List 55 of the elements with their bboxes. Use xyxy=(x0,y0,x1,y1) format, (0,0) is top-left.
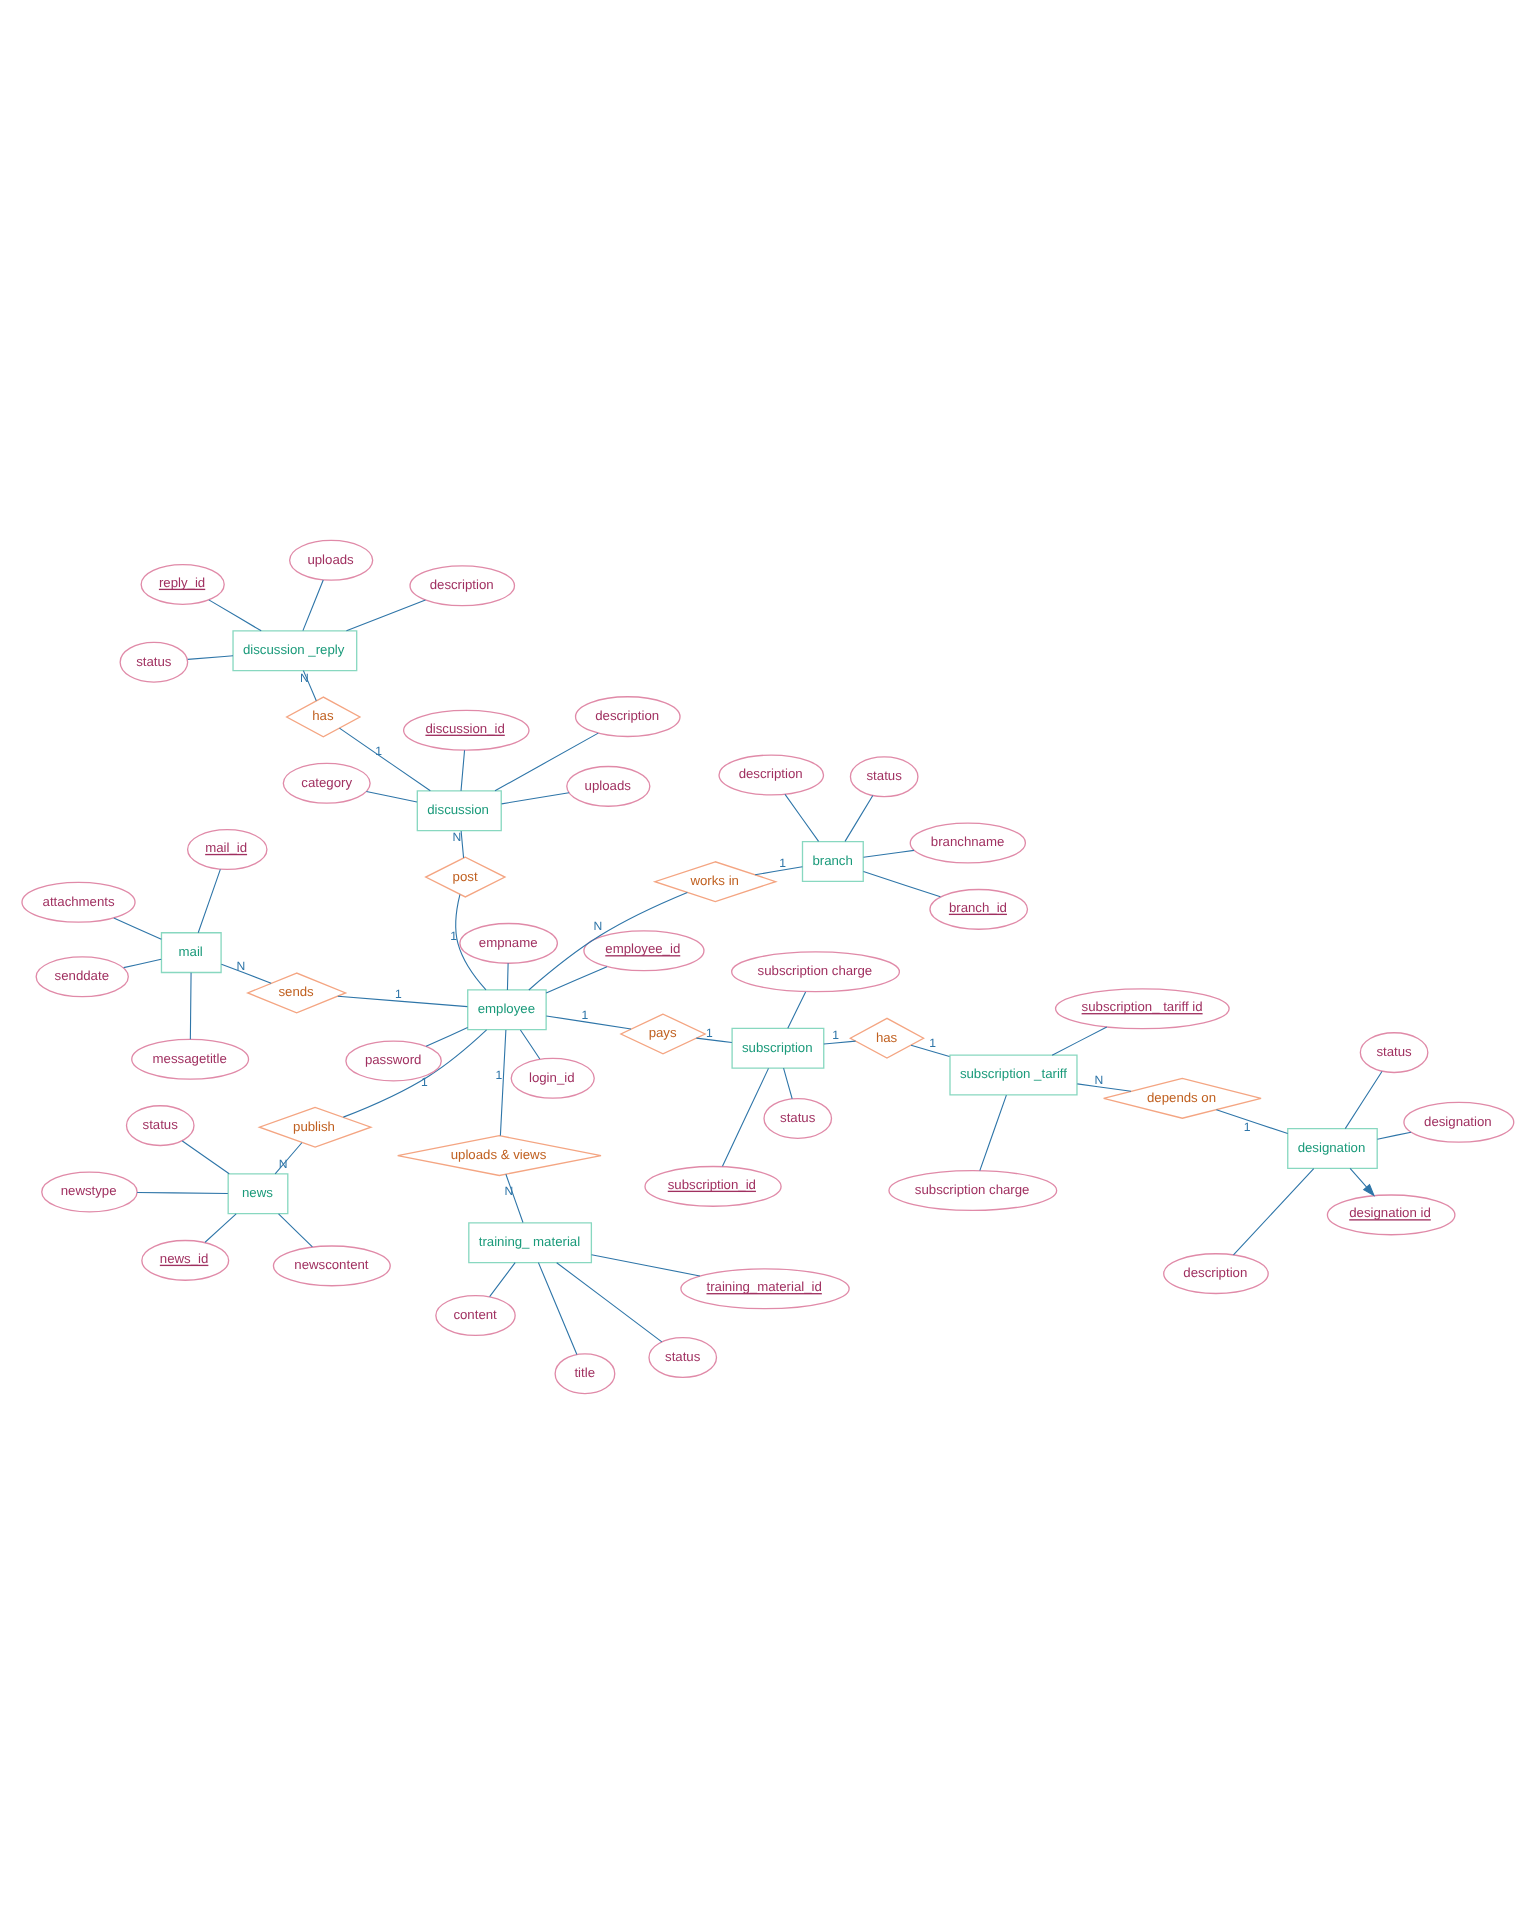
connector xyxy=(197,867,221,933)
connector xyxy=(787,990,807,1028)
connector xyxy=(1076,1082,1132,1091)
connector xyxy=(556,1261,663,1342)
connector xyxy=(208,598,262,631)
connector xyxy=(506,961,509,990)
connector xyxy=(181,1139,230,1174)
connector xyxy=(754,865,803,875)
connector xyxy=(1344,1069,1383,1129)
connector xyxy=(302,669,317,701)
connector xyxy=(338,726,431,791)
connector xyxy=(590,1253,701,1276)
connector xyxy=(136,1190,229,1193)
connector xyxy=(505,1172,524,1223)
connector xyxy=(220,962,272,983)
connector xyxy=(278,1212,313,1247)
connector xyxy=(979,1093,1007,1171)
connector xyxy=(695,1036,733,1043)
connector xyxy=(519,1028,541,1059)
connector xyxy=(425,1026,469,1046)
connector xyxy=(823,1039,857,1044)
connector xyxy=(455,893,487,990)
connector xyxy=(365,789,418,802)
connector xyxy=(545,1014,632,1029)
connector xyxy=(460,829,465,858)
connector xyxy=(204,1212,237,1242)
connector xyxy=(302,578,324,631)
connector xyxy=(537,1261,578,1355)
connector xyxy=(1232,1167,1315,1255)
connector xyxy=(337,994,468,1007)
connector xyxy=(274,1141,303,1174)
connector xyxy=(862,869,941,897)
connector xyxy=(783,1066,793,1099)
arrow xyxy=(1349,1166,1376,1196)
connector xyxy=(501,791,570,804)
connector xyxy=(844,794,874,841)
connector xyxy=(499,1028,507,1136)
connector xyxy=(494,731,599,791)
connector xyxy=(189,971,192,1039)
connector xyxy=(721,1066,770,1166)
connector xyxy=(187,654,234,659)
connector xyxy=(1215,1108,1289,1134)
connector xyxy=(123,957,162,968)
connector xyxy=(342,1028,488,1117)
connector xyxy=(1051,1025,1108,1055)
connector xyxy=(528,891,688,990)
connector xyxy=(345,598,426,631)
connector xyxy=(784,792,820,841)
connector xyxy=(545,965,608,993)
connector xyxy=(460,748,466,791)
connector xyxy=(1376,1130,1412,1139)
connector xyxy=(862,848,915,857)
connector xyxy=(489,1261,516,1297)
connector xyxy=(113,916,162,939)
connector xyxy=(910,1043,951,1056)
